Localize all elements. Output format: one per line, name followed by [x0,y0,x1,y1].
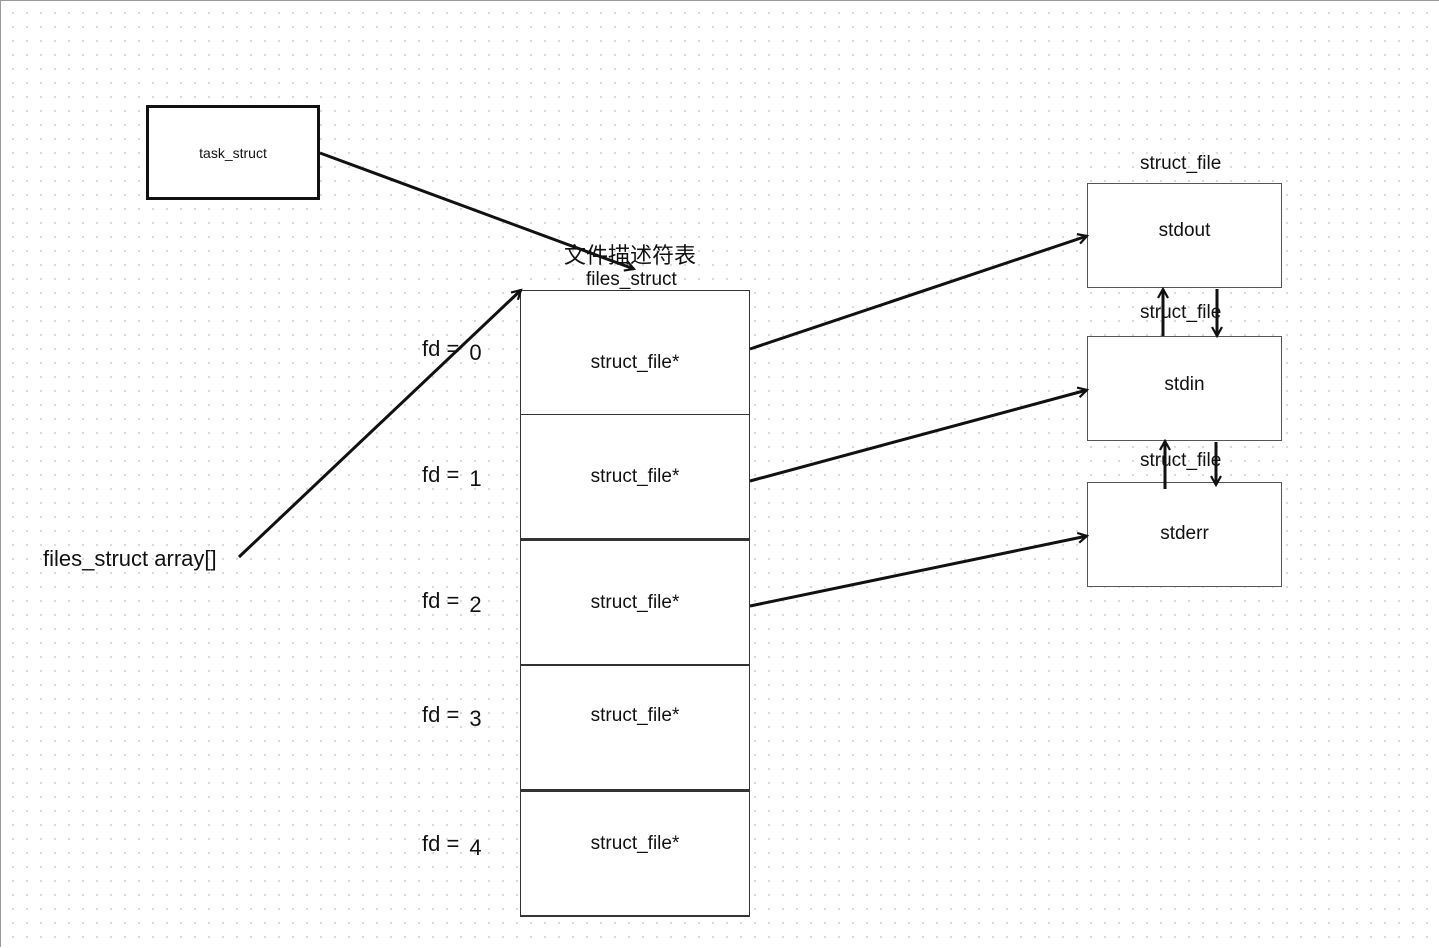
link-label-stdin-stderr: struct_file [1140,450,1222,471]
arrow-array-to-fd-table [237,290,521,559]
fd-number: 3 [469,706,482,731]
arrow-fd2-to-stderr [749,536,1087,608]
struct-file-title: struct_file [1140,153,1222,174]
file-name: stderr [1160,522,1209,544]
fd-label-text: fd = [422,702,460,727]
fd-cell-label: struct_file* [590,704,680,726]
fd-number: 1 [469,466,482,491]
fd-cell-label: struct_file* [590,591,680,613]
file-box-stderr: stderr [1087,482,1282,587]
fd-cell-1: struct_file* [520,414,750,540]
fd-label-0: fd = 0 [422,336,482,364]
fd-number: 4 [469,835,482,860]
files-struct-array-label: files_struct array[] [43,546,217,571]
fd-label-text: fd = [422,588,460,613]
fd-number: 2 [469,592,482,617]
file-box-stdin: stdin [1087,336,1282,441]
fd-label-1: fd = 1 [422,462,482,490]
arrow-fd0-to-stdout [749,236,1087,351]
files-struct-label: files_struct [586,269,677,290]
fd-cell-0: struct_file* [520,290,750,416]
fd-table-title: 文件描述符表 [564,243,697,268]
task-struct-label: task_struct [199,144,267,161]
fd-label-3: fd = 3 [422,702,482,730]
link-label-stdout-stdin: struct_file [1140,302,1222,323]
fd-label-4: fd = 4 [422,831,482,859]
fd-cell-2: struct_file* [520,540,750,666]
fd-label-text: fd = [422,462,460,487]
fd-cell-3: struct_file* [520,665,750,791]
task-struct-box: task_struct [146,105,320,200]
fd-label-2: fd = 2 [422,588,482,616]
file-name: stdin [1164,373,1205,395]
fd-label-text: fd = [422,831,460,856]
fd-cell-label: struct_file* [590,832,680,854]
arrow-fd1-to-stdin [749,390,1087,483]
fd-label-text: fd = [422,336,460,361]
fd-number: 0 [469,340,482,365]
file-name: stdout [1158,219,1211,241]
fd-cell-label: struct_file* [590,465,680,487]
fd-cell-4: struct_file* [520,791,750,917]
file-box-stdout: stdout [1087,183,1282,288]
fd-cell-label: struct_file* [590,351,680,373]
